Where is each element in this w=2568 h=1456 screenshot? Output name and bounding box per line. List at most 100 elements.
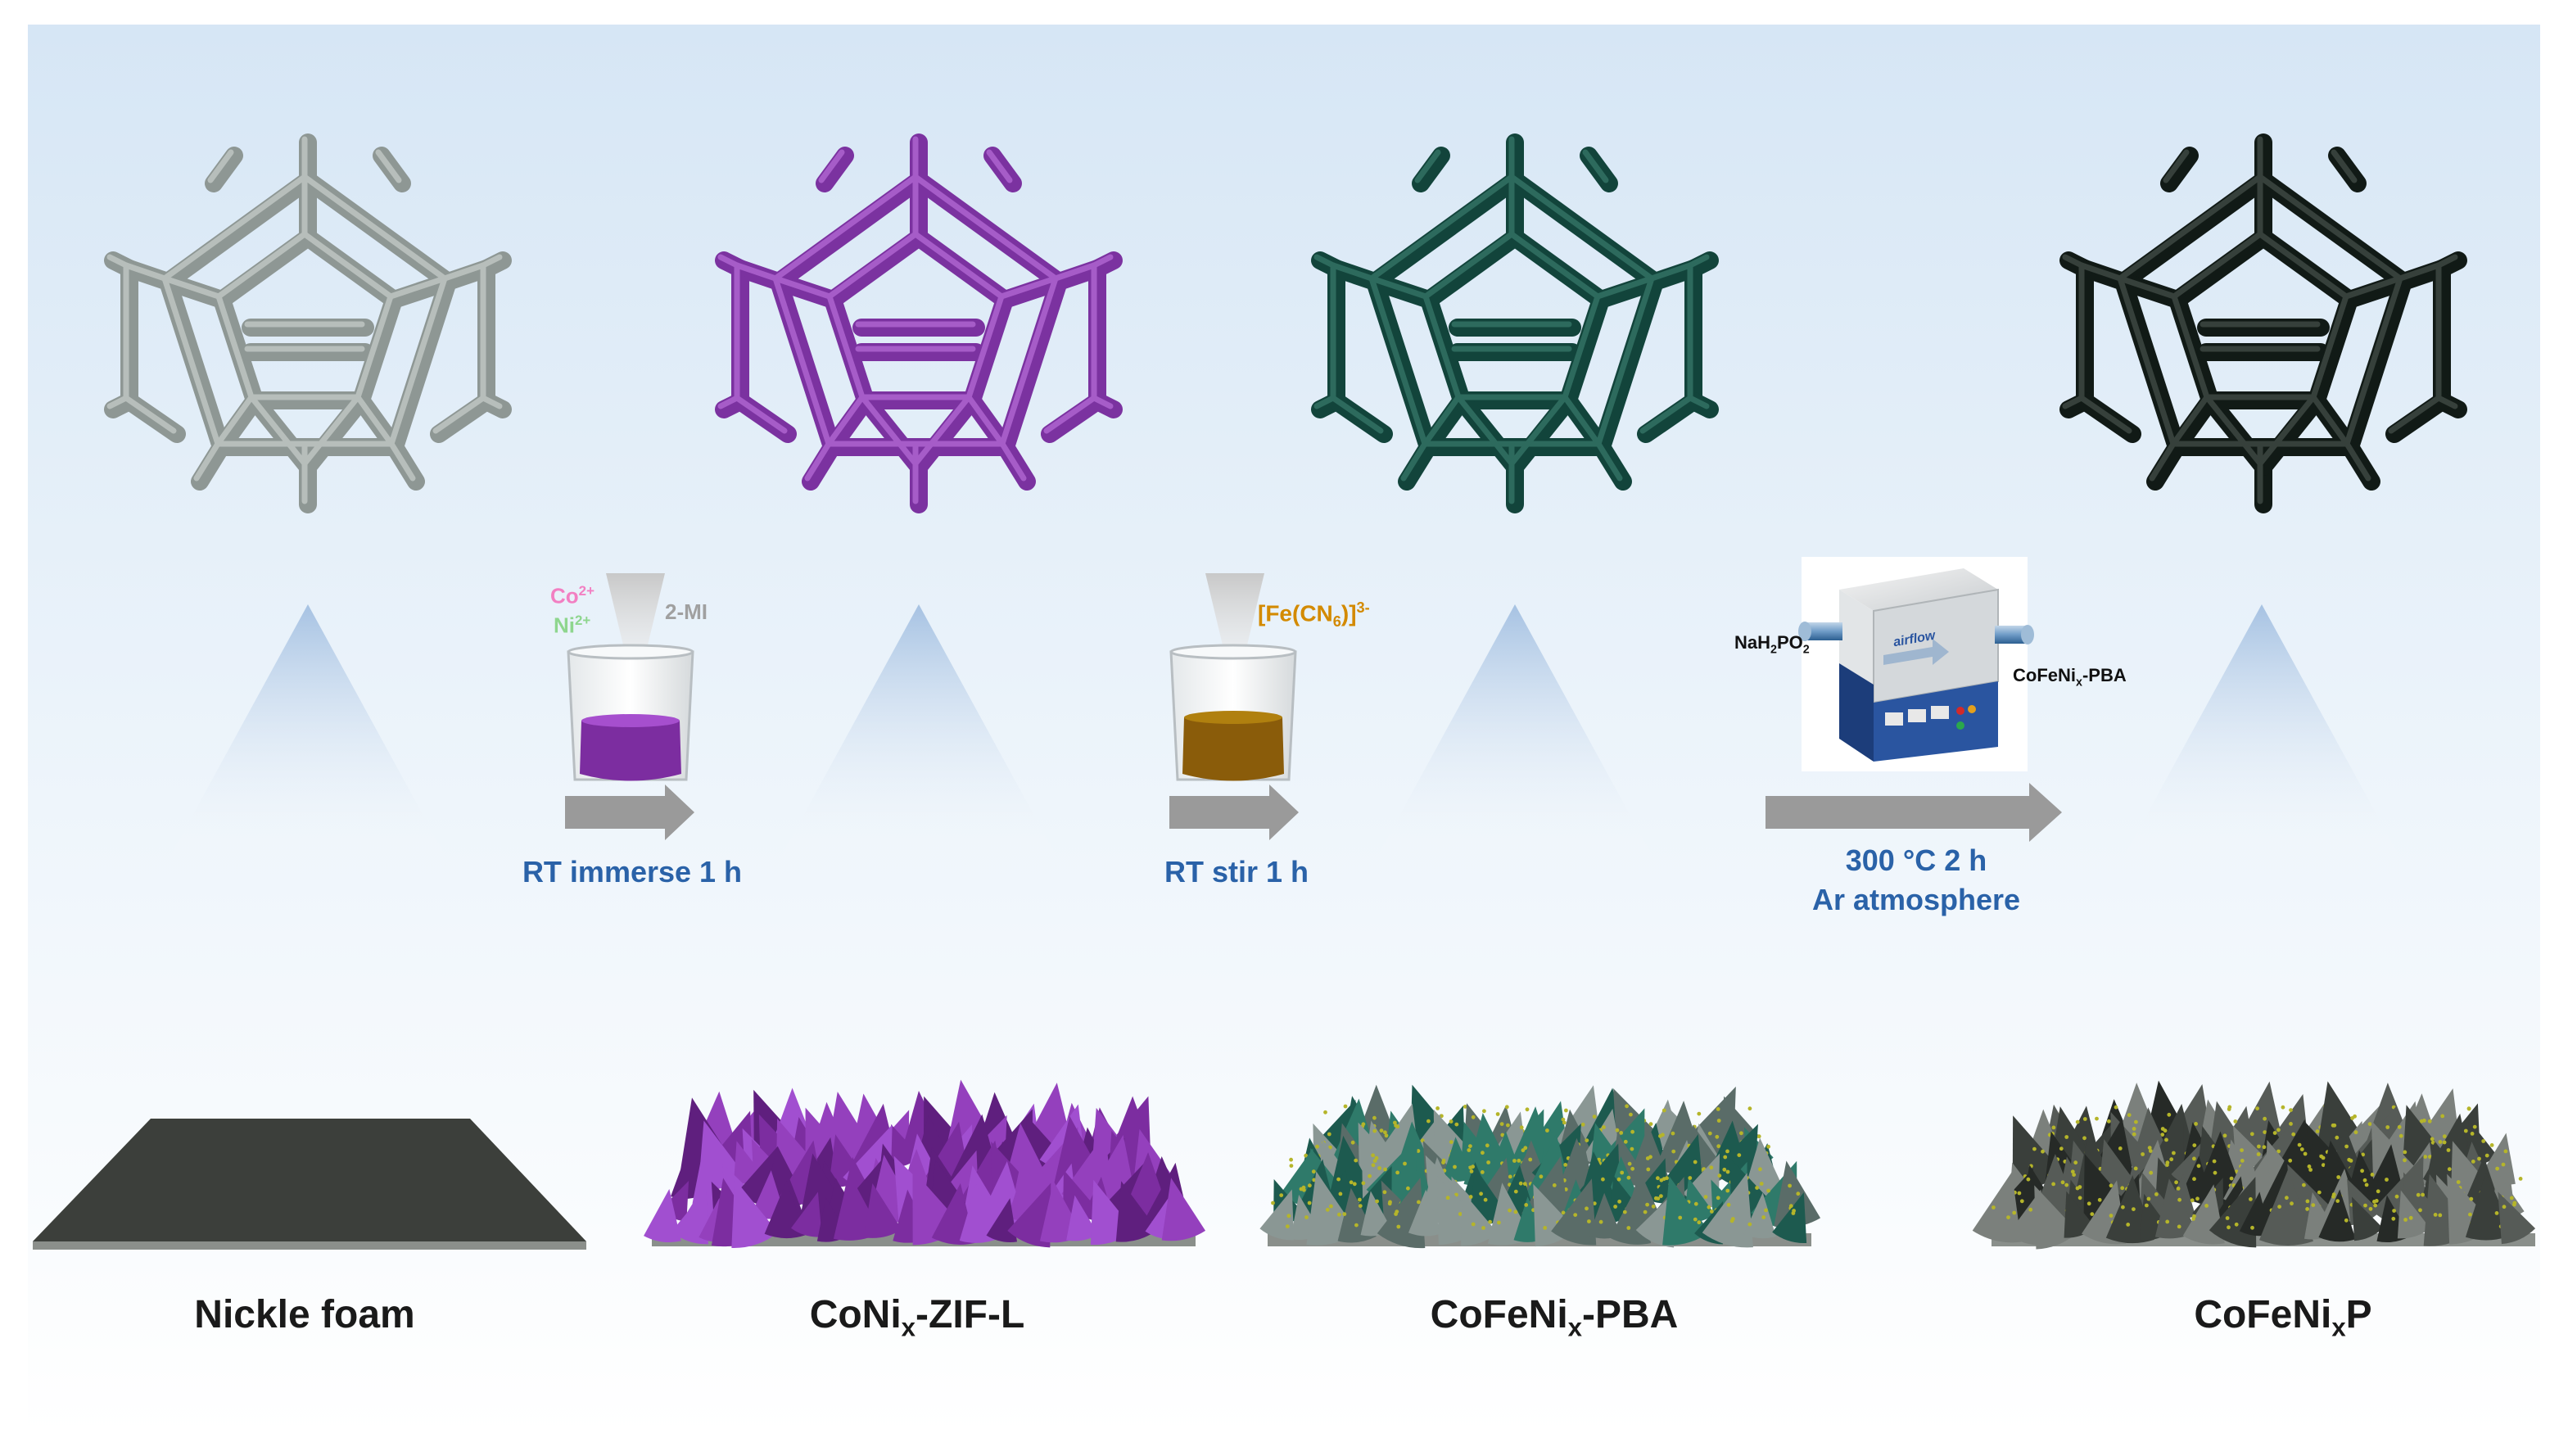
nanoparticle-dot xyxy=(1500,1133,1505,1137)
nanoparticle-dot xyxy=(1495,1112,1500,1116)
nanoparticle-dot xyxy=(1788,1183,1793,1188)
nanoparticle-dot xyxy=(2255,1106,2260,1110)
nanoparticle-dot xyxy=(2376,1189,2380,1194)
nanoparticle-dot xyxy=(1737,1153,1742,1157)
nanoparticle-dot xyxy=(1350,1140,1355,1145)
nanoparticle-dot xyxy=(1580,1122,1585,1127)
stage-label-cofenip: CoFeNixP xyxy=(2194,1293,2372,1342)
nanoparticle-dot xyxy=(2019,1199,2024,1204)
nanoparticle-dot xyxy=(1561,1117,1566,1122)
nanoparticle-dot xyxy=(2177,1224,2181,1229)
nanoparticle-dot xyxy=(1463,1105,1467,1109)
nanoparticle-dot xyxy=(1449,1140,1454,1144)
nanoparticle-dot xyxy=(1343,1104,1348,1109)
nanoparticle-dot xyxy=(2249,1197,2253,1201)
nanoparticle-dot xyxy=(2397,1124,2402,1129)
nanoparticle-dot xyxy=(2126,1223,2131,1227)
nanoparticle-dot xyxy=(1382,1190,1387,1195)
2mi-label: 2-MI xyxy=(665,599,708,624)
nanoparticle-dot xyxy=(1336,1177,1341,1182)
nanoparticle-dot xyxy=(2240,1148,2245,1152)
nanoparticle-dot xyxy=(1539,1174,1544,1179)
nanosheet-array-dark xyxy=(1971,1076,2537,1254)
stage-label-nickle-foam: Nickle foam xyxy=(194,1293,415,1336)
nanoparticle-dot xyxy=(1506,1123,1510,1128)
nanoparticle-dot xyxy=(1371,1153,1375,1158)
nanoparticle-dot xyxy=(1522,1182,1527,1186)
nanoparticle-dot xyxy=(2307,1164,2312,1169)
nanoparticle-dot xyxy=(1375,1199,1379,1204)
nanoparticle-dot xyxy=(1707,1205,1711,1210)
nanoparticle-dot xyxy=(2289,1122,2293,1126)
nanoparticle-dot xyxy=(2006,1215,2010,1219)
nanoparticle-dot xyxy=(1352,1182,1357,1187)
nanoparticle-dot xyxy=(2133,1166,2138,1171)
stage-label-cofeni-pba: CoFeNix-PBA xyxy=(1430,1293,1679,1342)
nanosheet-array-teal xyxy=(1258,1076,1821,1253)
nanoparticle-dot xyxy=(2321,1163,2326,1168)
nanoparticle-dot xyxy=(1285,1224,1290,1228)
nanoparticle-dot xyxy=(2463,1128,2468,1133)
nanoparticle-dot xyxy=(2233,1119,2238,1124)
nanoparticle-dot xyxy=(2127,1113,2132,1117)
nanoparticle-dot xyxy=(1349,1180,1354,1185)
nanoparticle-dot xyxy=(1678,1215,1683,1220)
nanoparticle-dot xyxy=(1739,1131,1743,1136)
nanoparticle-dot xyxy=(2160,1133,2165,1137)
nanoparticle-dot xyxy=(1561,1210,1566,1215)
nanoparticle-dot xyxy=(1271,1201,1275,1205)
nanoparticle-dot xyxy=(1709,1165,1714,1170)
nanoparticle-dot xyxy=(1311,1169,1316,1174)
nanoparticle-dot xyxy=(1471,1115,1476,1119)
nanoparticle-dot xyxy=(1468,1195,1473,1199)
nanoparticle-dot xyxy=(1304,1215,1309,1219)
nanoparticle-dot xyxy=(1486,1160,1490,1164)
nanoparticle-dot xyxy=(1761,1215,1766,1219)
nanoparticle-dot xyxy=(2194,1122,2199,1126)
nanoparticle-dot xyxy=(1630,1166,1634,1171)
nanoparticle-dot xyxy=(1622,1210,1627,1214)
nanoparticle-dot xyxy=(1329,1204,1333,1209)
nanoparticle-dot xyxy=(1601,1177,1605,1182)
nanoparticle-dot xyxy=(1717,1173,1722,1178)
stage-label-coni-zif-l: CoNix-ZIF-L xyxy=(809,1293,1025,1342)
nanoparticle-dot xyxy=(2012,1210,2017,1215)
nanoparticle-dot xyxy=(2385,1125,2390,1129)
nanoparticle-dot xyxy=(2408,1215,2413,1220)
nanoparticle-dot xyxy=(2134,1119,2138,1124)
nanoparticle-dot xyxy=(1992,1205,1996,1210)
nanoparticle-dot xyxy=(1441,1158,1446,1163)
nanoparticle-dot xyxy=(2374,1199,2379,1203)
nanoparticle-dot xyxy=(2212,1159,2217,1164)
nanoparticle-dot xyxy=(2121,1205,2125,1210)
nanoparticle-dot xyxy=(2227,1105,2232,1110)
nanoparticle-dot xyxy=(1315,1144,1319,1149)
nanoparticle-dot xyxy=(1519,1125,1524,1130)
nanoparticle-dot xyxy=(1497,1220,1501,1225)
nanoparticle-dot xyxy=(2336,1175,2341,1179)
nanoparticle-dot xyxy=(1759,1182,1764,1186)
nanoparticle-dot xyxy=(1592,1201,1597,1205)
nanoparticle-dot xyxy=(1342,1212,1347,1216)
nanoparticle-dot xyxy=(2344,1218,2349,1223)
nanoparticle-dot xyxy=(1716,1144,1721,1149)
nanoparticle-dot xyxy=(2250,1225,2254,1230)
nanoparticle-dot xyxy=(1304,1153,1309,1158)
nanoparticle-dot xyxy=(2249,1132,2254,1137)
nanoparticle-dot xyxy=(1617,1199,1621,1204)
nanoparticle-dot xyxy=(1755,1186,1760,1190)
nanoparticle-dot xyxy=(2072,1173,2077,1177)
nanoparticle-dot xyxy=(2174,1180,2179,1185)
nanoparticle-dot xyxy=(1372,1159,1377,1163)
nanoparticle-dot xyxy=(1646,1167,1651,1172)
nanoparticle-dot xyxy=(2477,1156,2481,1161)
substrate-nickle-foam xyxy=(33,1119,586,1250)
nanoparticle-dot xyxy=(2060,1180,2065,1185)
nanoparticle-dot xyxy=(2277,1205,2282,1209)
nanoparticle-dot xyxy=(1279,1193,1284,1197)
nanoparticle-dot xyxy=(2442,1134,2447,1139)
nanoparticle-dot xyxy=(1661,1133,1665,1137)
nanoparticle-dot xyxy=(2362,1178,2367,1182)
nanoparticle-dot xyxy=(2077,1196,2082,1201)
nanoparticle-dot xyxy=(1766,1188,1771,1193)
